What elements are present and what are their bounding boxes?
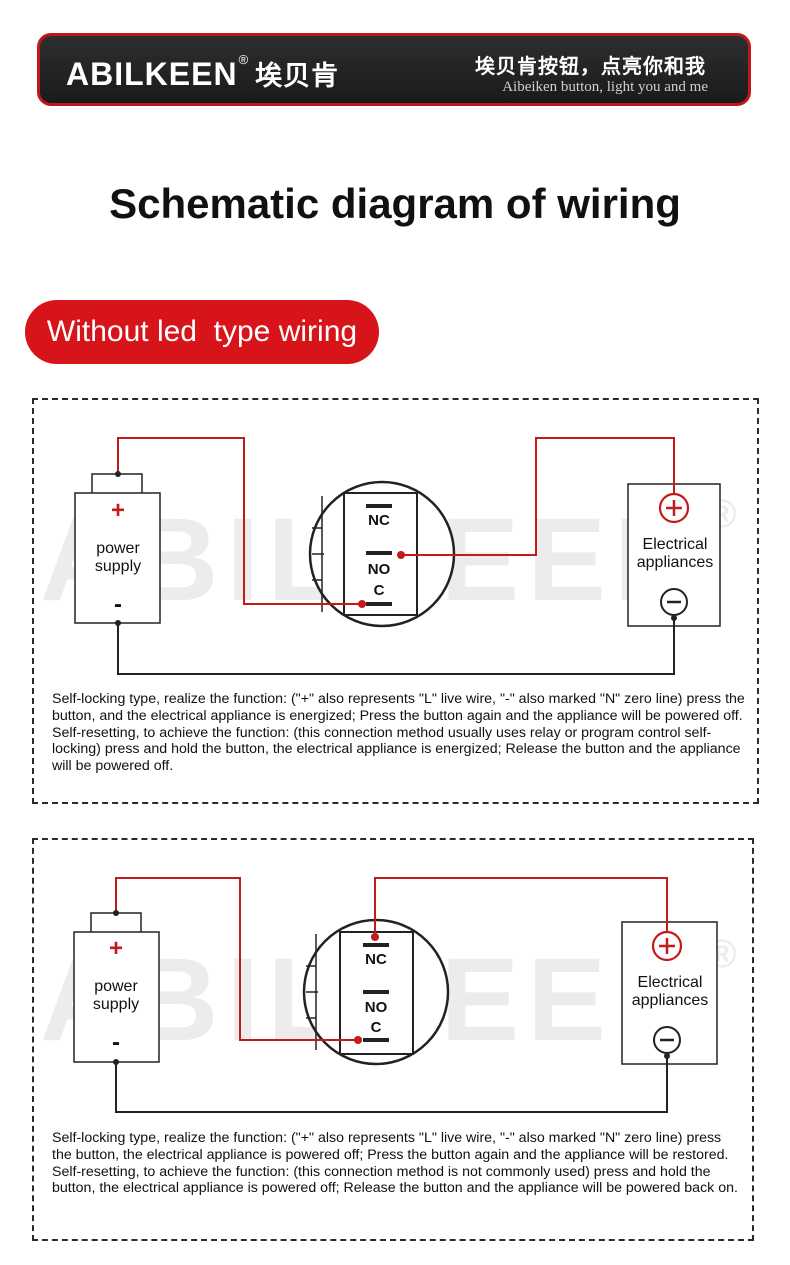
wiring-diagram-nc bbox=[73, 877, 718, 1113]
power-supply-box bbox=[74, 492, 161, 624]
brand-header: ABILKEEN® 埃贝肯 埃贝肯按钮，点亮你和我 Aibeiken button… bbox=[37, 33, 751, 106]
appliance-label-line2: appliances bbox=[636, 554, 714, 571]
appliance-label-line1: Electrical bbox=[637, 974, 703, 991]
power-plus-sign: + bbox=[108, 935, 123, 962]
wiring-description: Self-locking type, realize the function:… bbox=[52, 691, 747, 775]
wire-neutral bbox=[117, 618, 675, 675]
wire-plus-to-c bbox=[117, 437, 362, 605]
registered-mark: ® bbox=[238, 52, 250, 67]
wiring-description: Self-locking type, realize the function:… bbox=[52, 1130, 744, 1197]
appliance-label-line1: Electrical bbox=[642, 536, 708, 553]
wire-no-to-appliance bbox=[401, 437, 675, 556]
terminal-no-label: NO bbox=[367, 561, 391, 578]
slogan-en: Aibeiken button, light you and me bbox=[502, 79, 708, 95]
terminal-c-label: C bbox=[370, 1019, 382, 1036]
brand-logo: ABILKEEN® 埃贝肯 bbox=[66, 52, 340, 93]
terminal-no-label: NO bbox=[364, 999, 388, 1016]
brand-name-cn: 埃贝肯 bbox=[255, 61, 340, 91]
power-plus-sign: + bbox=[110, 497, 125, 524]
terminal-nc-label: NC bbox=[365, 951, 387, 968]
slogan-cn: 埃贝肯按钮，点亮你和我 bbox=[475, 56, 706, 78]
power-label-line1: power bbox=[94, 978, 138, 995]
terminal-dot-nc bbox=[371, 933, 379, 941]
battery-terminal-cap bbox=[91, 473, 143, 495]
power-supply-box bbox=[73, 931, 160, 1063]
power-label-line1: power bbox=[96, 540, 140, 557]
power-label-line2: supply bbox=[94, 558, 142, 575]
terminal-c-label: C bbox=[373, 582, 385, 599]
page-title: Schematic diagram of wiring bbox=[109, 180, 681, 227]
terminal-nc-label: NC bbox=[368, 512, 390, 529]
terminal-dot-no bbox=[397, 551, 405, 559]
appliance-label-line2: appliances bbox=[631, 992, 709, 1009]
section-label: Without led type wiring bbox=[25, 300, 379, 364]
terminal-dot-c bbox=[358, 600, 366, 608]
wire-neutral bbox=[115, 1056, 668, 1113]
description-self-locking: Self-locking type, realize the function:… bbox=[52, 1130, 729, 1163]
brand-name: ABILKEEN bbox=[66, 56, 238, 92]
description-self-resetting: Self-resetting, to achieve the function:… bbox=[52, 724, 741, 775]
wiring-diagram-no bbox=[74, 437, 721, 675]
terminal-dot-c bbox=[354, 1036, 362, 1044]
power-minus-sign: - bbox=[114, 591, 122, 618]
power-label-line2: supply bbox=[92, 996, 140, 1013]
wire-plus-to-c bbox=[115, 877, 358, 1041]
description-self-locking: Self-locking type, realize the function:… bbox=[52, 691, 745, 724]
wire-nc-to-appliance bbox=[374, 877, 668, 937]
description-self-resetting: Self-resetting, to achieve the function:… bbox=[52, 1163, 738, 1197]
power-minus-sign: - bbox=[112, 1029, 120, 1056]
